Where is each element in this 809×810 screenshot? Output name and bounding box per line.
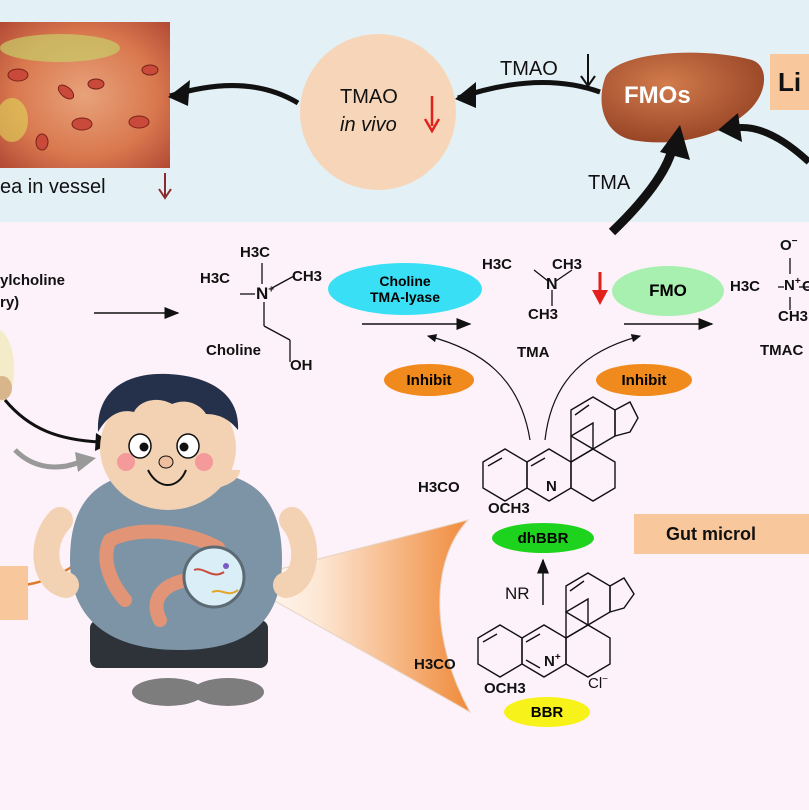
vessel-label: ea in vessel — [0, 176, 106, 198]
blood-vessel-image — [0, 22, 170, 168]
tmao-down-label: TMAO — [500, 58, 558, 80]
tma-to-liver-label: TMA — [588, 172, 631, 194]
inhibit-left-badge: Inhibit — [384, 364, 474, 396]
tmao-ch3: CH3 — [778, 308, 809, 325]
dhbbr-och3: OCH3 — [488, 500, 530, 517]
bbr-chloride: Cl− — [588, 674, 609, 692]
dhbbr-structure — [482, 396, 639, 502]
bbr-badge: BBR — [504, 697, 590, 727]
choline-n-plus: N+ — [256, 284, 275, 303]
choline-h3c-top: H3C — [240, 244, 271, 261]
dhbbr-h3co: H3CO — [418, 479, 460, 496]
fmo-enzyme: FMO — [612, 266, 724, 316]
liver-fmos-label: FMOs — [624, 82, 691, 109]
tmao-name: TMAC — [760, 342, 804, 359]
gut-microbiota-box: Gut microl — [634, 514, 809, 554]
inhibit-right-badge: Inhibit — [596, 364, 692, 396]
choline-ch3: CH3 — [292, 268, 323, 285]
choline-oh: OH — [290, 357, 313, 374]
tma-name: TMA — [517, 344, 550, 361]
choline-name: Choline — [206, 342, 261, 359]
tma-ch3-right: CH3 — [552, 256, 583, 273]
tmao-in-vivo-subtitle: in vivo — [340, 114, 397, 136]
phosphatidylcholine-label-1: ylcholine — [0, 272, 66, 289]
liver-box: Li — [770, 54, 809, 110]
bbr-structure — [477, 572, 635, 678]
choline-tma-lyase-enzyme: Choline TMA-lyase — [328, 263, 482, 315]
cartoon-kid — [33, 373, 317, 706]
dhbbr-n: N — [546, 478, 557, 495]
bbr-h3co: H3CO — [414, 656, 456, 673]
nr-label: NR — [505, 584, 530, 603]
tma-n: N — [546, 276, 558, 293]
liver-box-label: Li — [778, 66, 802, 97]
tmao-o-minus: O− — [780, 236, 798, 254]
choline-h3c-left: H3C — [200, 270, 231, 287]
phosphatidylcholine-label-2: ry) — [0, 294, 20, 311]
tma-ch3-bottom: CH3 — [528, 306, 559, 323]
bbr-n-plus: N+ — [544, 652, 561, 670]
tmao-in-vivo-title: TMAO — [340, 86, 398, 108]
tma-h3c: H3C — [482, 256, 513, 273]
tmao-c: C — [802, 278, 809, 295]
tmao-n-plus: N+ — [784, 276, 801, 294]
gut-microbiota-label: Gut microl — [666, 523, 757, 544]
dhbbr-badge: dhBBR — [492, 523, 594, 553]
tmao-h3c: H3C — [730, 278, 761, 295]
bbr-och3: OCH3 — [484, 680, 526, 697]
